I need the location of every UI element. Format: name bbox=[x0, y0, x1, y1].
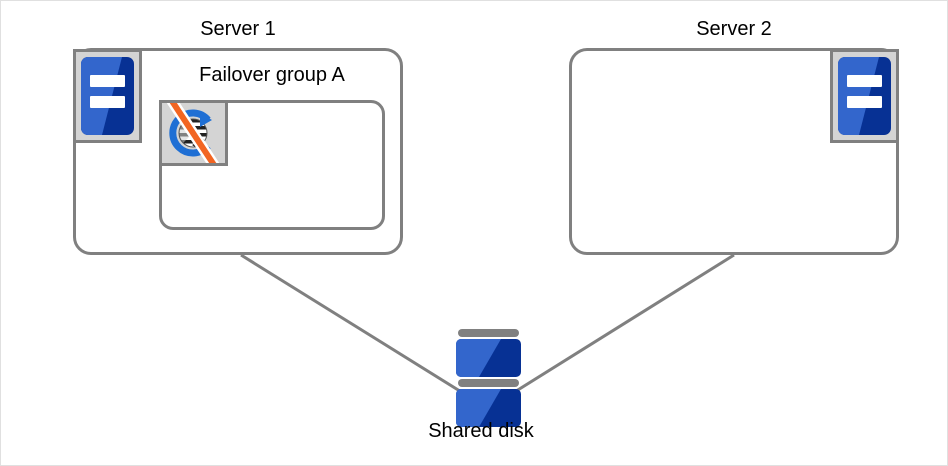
server1-icon-frame[interactable] bbox=[73, 49, 142, 143]
server-icon bbox=[838, 57, 891, 135]
connection-server2-to-disk bbox=[512, 253, 735, 395]
failover-group-title: Failover group A bbox=[199, 64, 345, 86]
shared-disk-title: Shared disk bbox=[428, 420, 534, 442]
connection-server1-to-disk bbox=[240, 253, 464, 395]
server1-title: Server 1 bbox=[200, 18, 276, 40]
server-icon bbox=[81, 57, 134, 135]
server2-icon-frame[interactable] bbox=[830, 49, 899, 143]
server2-title: Server 2 bbox=[696, 18, 772, 40]
failover-group-icon-frame[interactable] bbox=[159, 100, 228, 166]
failover-group-disabled-icon bbox=[166, 103, 220, 163]
